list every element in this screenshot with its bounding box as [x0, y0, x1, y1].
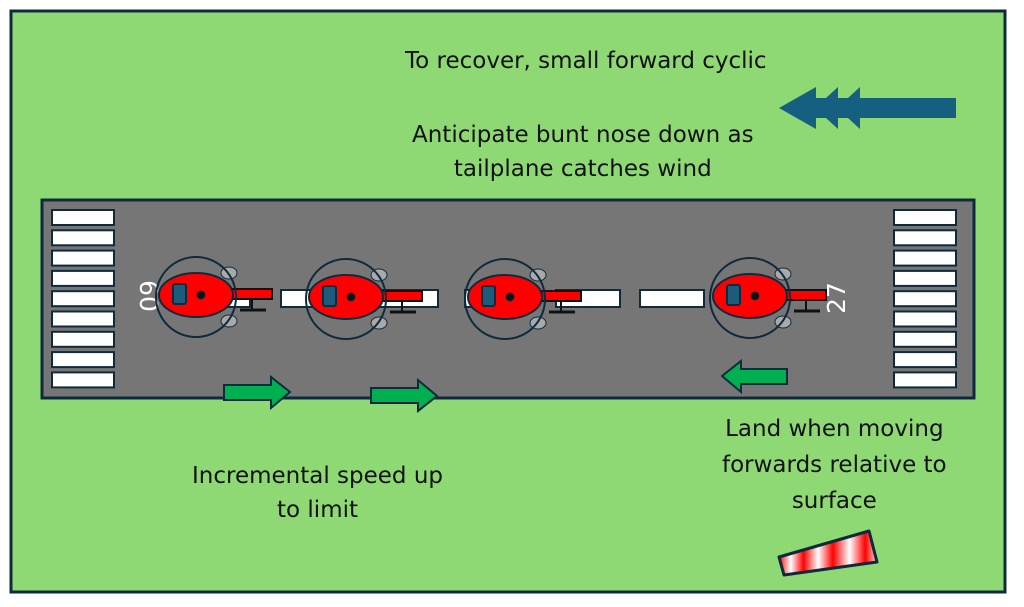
threshold-bar [893, 371, 957, 389]
rotor-disc [709, 257, 791, 339]
threshold-bar [893, 269, 957, 287]
label-land-line1: Land when moving [725, 416, 944, 442]
fuselage [712, 273, 788, 319]
threshold-bar [51, 249, 115, 267]
label-land: Land when moving forwards relative to su… [722, 411, 947, 519]
helicopters [155, 256, 827, 340]
rotor-hub [346, 292, 356, 302]
threshold-bar [51, 310, 115, 328]
threshold-bar [51, 371, 115, 389]
helicopter [305, 258, 423, 340]
forward-motion-arrow-1 [223, 374, 292, 411]
label-incremental-line1: Incremental speed up [192, 463, 444, 489]
label-anticipate: Anticipate bunt nose down as tailplane c… [412, 118, 754, 186]
threshold-bar [893, 209, 957, 226]
fuselage [467, 274, 543, 320]
rotor-disc [464, 258, 546, 340]
threshold-bar [893, 249, 957, 267]
threshold-bar [893, 351, 957, 369]
windsock [777, 529, 879, 577]
centerline-dash [639, 289, 705, 308]
tail-boom [785, 289, 827, 301]
threshold-bar [51, 269, 115, 287]
label-anticipate-line1: Anticipate bunt nose down as [412, 122, 754, 148]
backward-motion-arrow [720, 358, 788, 395]
label-recover: To recover, small forward cyclic [405, 48, 767, 74]
rotor-hub [505, 292, 515, 302]
fuselage [158, 272, 234, 318]
helicopter [155, 256, 273, 338]
threshold-bar [51, 290, 115, 308]
threshold-bar [893, 310, 957, 328]
tail-boom [231, 288, 273, 300]
canopy [322, 285, 337, 307]
label-land-line2: forwards relative to [722, 452, 947, 478]
label-incremental-line2: to limit [277, 497, 359, 523]
rotor-disc [305, 258, 387, 340]
threshold-bar [51, 209, 115, 226]
threshold-bar [893, 330, 957, 348]
helicopter [709, 257, 827, 339]
threshold-markings-right [893, 209, 957, 389]
helicopter [464, 258, 582, 340]
threshold-markings-left [51, 209, 115, 389]
threshold-bar [51, 330, 115, 348]
forward-motion-arrow-2 [370, 377, 439, 414]
tail-boom [381, 290, 423, 302]
tail-boom [540, 290, 582, 302]
threshold-bar [893, 229, 957, 247]
label-anticipate-line2: tailplane catches wind [453, 156, 712, 182]
label-land-line3: surface [791, 488, 877, 514]
canopy [726, 284, 741, 306]
fuselage [308, 274, 384, 320]
threshold-bar [51, 229, 115, 247]
wind-direction-arrow [779, 87, 956, 129]
threshold-bar [893, 290, 957, 308]
rotor-hub [196, 290, 206, 300]
label-incremental: Incremental speed up to limit [192, 459, 443, 527]
canopy [172, 283, 187, 305]
rotor-disc [155, 256, 237, 338]
canopy [481, 285, 496, 307]
threshold-bar [51, 351, 115, 369]
rotor-hub [750, 291, 760, 301]
